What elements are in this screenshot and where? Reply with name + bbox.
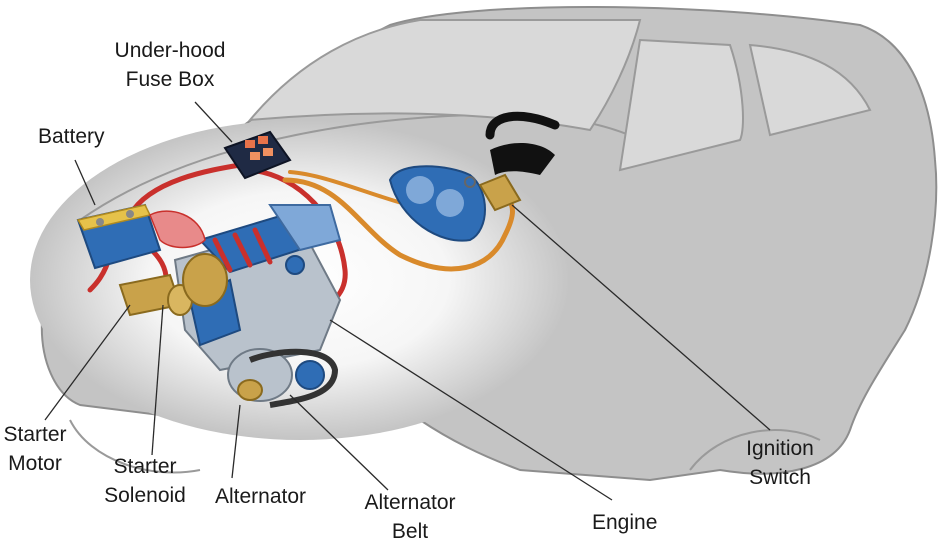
label-starter-motor: Starter Motor — [3, 423, 67, 475]
wire-battery-fuse — [127, 162, 243, 218]
side-window-rear — [748, 43, 872, 137]
leader-starter-motor — [44, 304, 131, 421]
steering-column-base — [490, 143, 555, 175]
side-window-front — [618, 38, 744, 172]
label-fuse-box: Under-hood Fuse Box — [114, 39, 226, 91]
steering-column — [485, 111, 560, 140]
alternator-component — [227, 348, 293, 402]
label-alternator: Alternator — [215, 485, 307, 508]
label-ignition-switch: Ignition Switch — [746, 437, 814, 489]
alternator-belt-component — [248, 348, 339, 408]
dashboard-cluster — [388, 165, 486, 242]
ignition-switch-component — [464, 173, 522, 212]
rear-wheel-arch — [689, 429, 821, 471]
label-starter-solenoid: Starter Solenoid — [104, 455, 186, 507]
leader-fuse-box — [194, 101, 233, 143]
leader-engine — [329, 319, 613, 501]
leader-alternator — [231, 404, 241, 479]
leader-battery — [74, 159, 96, 206]
label-engine: Engine — [592, 511, 658, 534]
label-alternator-belt: Alternator Belt — [364, 491, 456, 543]
leader-lines — [44, 101, 771, 501]
wire-fuse-ignition — [282, 177, 515, 272]
leader-starter-solenoid — [151, 304, 164, 456]
fuse-box-component — [223, 130, 292, 180]
front-wheel-arch — [69, 419, 201, 474]
leader-alternator-belt — [289, 394, 389, 491]
label-battery: Battery — [38, 125, 105, 148]
windshield — [247, 19, 642, 132]
leader-ignition-switch — [511, 204, 771, 431]
starter-component — [118, 253, 228, 317]
